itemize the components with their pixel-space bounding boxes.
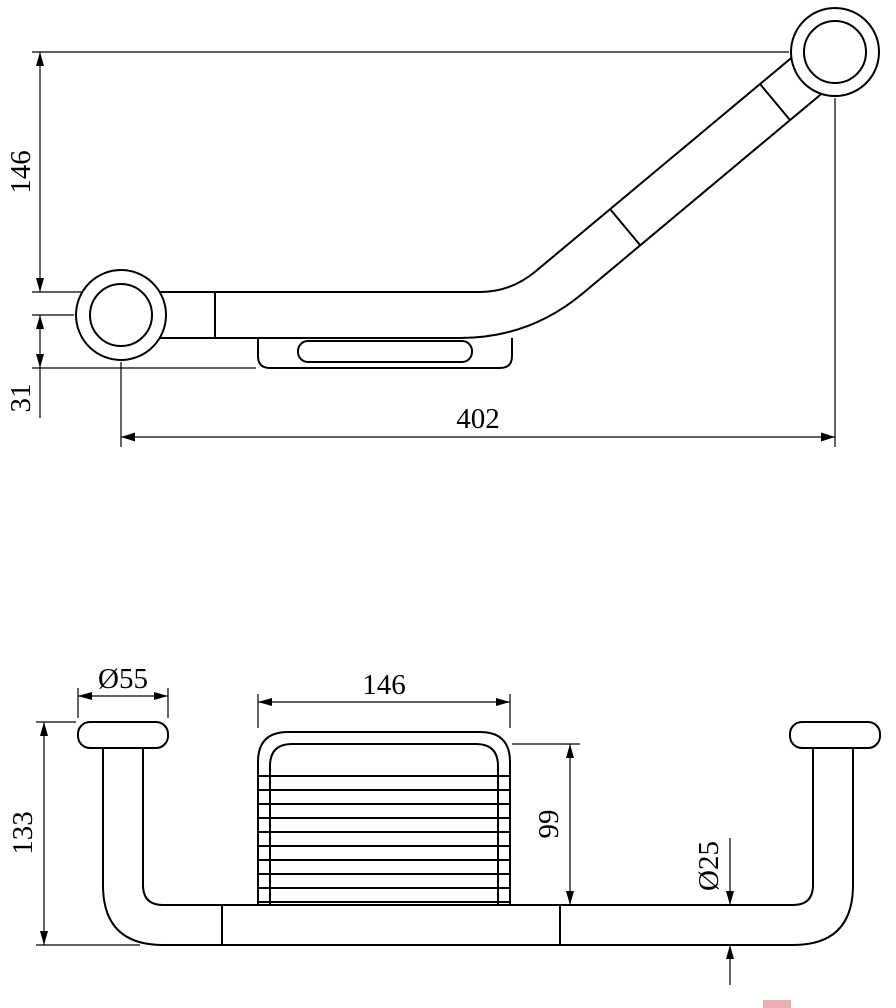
- soap-basket: [257, 731, 511, 905]
- tube-right-outer: [792, 748, 854, 946]
- dim-label-31: 31: [5, 384, 37, 413]
- arrowhead: [36, 315, 44, 329]
- soap-dish-top: [257, 338, 513, 369]
- basket-outer: [257, 731, 511, 905]
- arrowhead: [40, 722, 48, 736]
- dimension-31-vertical: 31: [5, 314, 256, 418]
- dim-label-overall-height: 133: [7, 811, 39, 855]
- arrowhead: [40, 931, 48, 945]
- dimension-402-horizontal: 402: [120, 98, 836, 447]
- arrowhead: [36, 52, 44, 66]
- dimension-basket-width: 146: [257, 669, 511, 728]
- scan-artifact: [763, 1000, 791, 1008]
- basket-inner-rim: [269, 743, 499, 905]
- arrowhead: [121, 432, 135, 442]
- grab-bar-tube-outline: [121, 33, 851, 339]
- arrowhead: [726, 891, 734, 905]
- tube-joint-line: [609, 208, 641, 246]
- arrowhead: [821, 432, 835, 442]
- soap-dish-inner: [297, 340, 473, 363]
- dimension-flange-diameter: Ø55: [77, 663, 169, 718]
- wall-flange-right: [790, 7, 880, 97]
- dimension-146-vertical: 146: [5, 51, 789, 293]
- dimension-tube-diameter: Ø25: [693, 838, 734, 985]
- flange-inner-circle: [89, 283, 153, 347]
- tube-left-inner: [142, 748, 164, 906]
- dim-label-146: 146: [5, 150, 37, 194]
- dim-label-basket-width: 146: [362, 669, 406, 701]
- dimension-overall-height: 133: [7, 721, 140, 946]
- dim-label-flange-diameter: Ø55: [98, 663, 148, 695]
- arrowhead: [36, 354, 44, 368]
- front-view: Ø55 146 133 99: [7, 663, 881, 985]
- tube-bottom-edge: [121, 69, 851, 339]
- tube-top-edge: [121, 33, 821, 293]
- arrowhead: [154, 692, 168, 700]
- top-view: 146 31 402: [5, 7, 880, 447]
- arrowhead: [78, 692, 92, 700]
- arrowhead: [496, 698, 510, 706]
- dimension-basket-height: 99: [512, 743, 580, 905]
- arrowhead: [258, 698, 272, 706]
- arrowhead: [566, 891, 574, 905]
- tube-left-outer: [102, 748, 164, 946]
- tube-right-inner: [792, 748, 814, 906]
- arrowhead: [36, 278, 44, 292]
- soap-dish-outer: [257, 338, 513, 369]
- grab-bar-front-outline: [102, 748, 854, 946]
- wall-flange-right-front: [789, 721, 881, 749]
- flange-inner-circle: [803, 20, 867, 84]
- wall-flange-left-front: [77, 721, 169, 749]
- wall-flange-left: [75, 269, 167, 361]
- tube-joint-line: [759, 83, 791, 121]
- dim-label-402: 402: [456, 403, 500, 435]
- basket-slats: [258, 775, 510, 903]
- arrowhead: [566, 744, 574, 758]
- arrowhead: [726, 945, 734, 959]
- dim-label-tube-diameter: Ø25: [693, 841, 725, 891]
- dim-label-basket-height: 99: [533, 810, 565, 839]
